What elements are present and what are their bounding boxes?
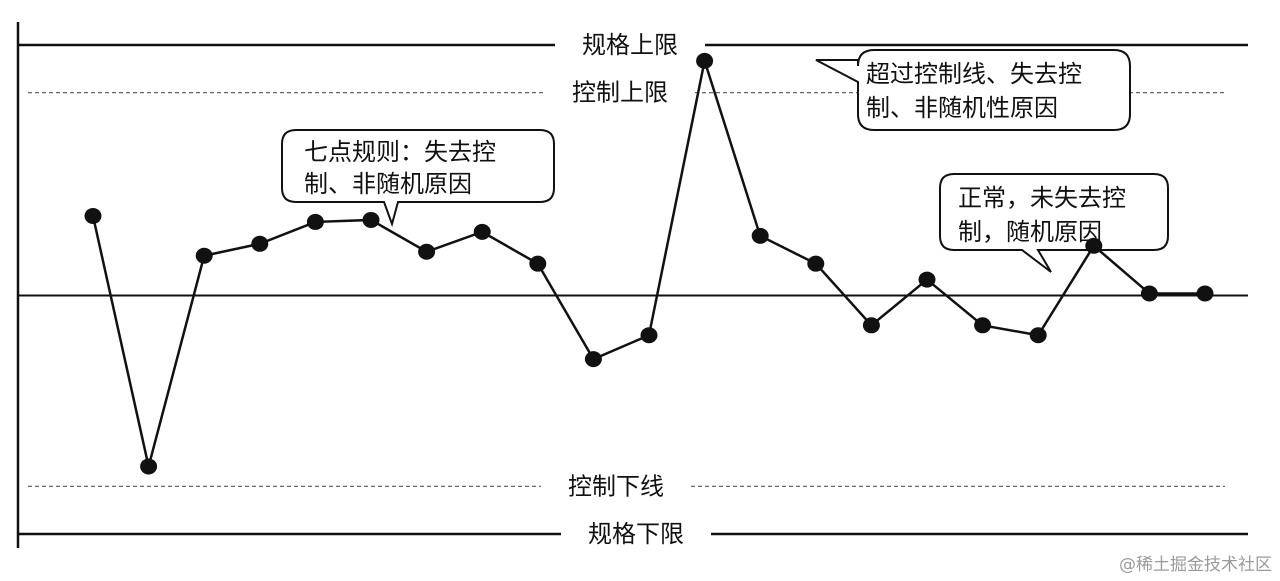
annotations: 七点规则：失去控 制、非随机原因 超过控制线、失去控 制、非随机性原因 正常，未… <box>281 49 1169 273</box>
ucl-label: 控制上限 <box>572 79 668 107</box>
data-point-17 <box>974 317 992 334</box>
callout-normal-line-1: 正常，未失去控 <box>958 184 1126 212</box>
data-point-11 <box>640 327 658 344</box>
data-point-4 <box>251 235 269 252</box>
data-point-19 <box>1085 237 1103 254</box>
callout-seven-line-1: 七点规则：失去控 <box>304 138 496 166</box>
lsl-label: 规格下限 <box>588 520 684 548</box>
reference-lines: 规格上限 控制上限 控制下线 规格下限 <box>18 31 1248 548</box>
callout-out-line-2: 制、非随机性原因 <box>866 94 1058 122</box>
data-point-16 <box>918 271 936 288</box>
data-point-5 <box>306 213 324 230</box>
data-points <box>84 52 1214 475</box>
data-point-14 <box>807 255 825 272</box>
callout-seven-point-rule: 七点规则：失去控 制、非随机原因 <box>281 129 555 228</box>
data-point-20 <box>1140 285 1158 302</box>
callout-normal-bubble <box>939 173 1169 273</box>
data-point-21 <box>1196 285 1214 302</box>
data-point-3 <box>195 247 213 264</box>
lcl-label: 控制下线 <box>568 472 664 500</box>
callout-seven-line-2: 制、非随机原因 <box>304 170 472 198</box>
watermark: @稀土掘金技术社区 <box>1119 555 1272 575</box>
data-point-10 <box>584 351 602 368</box>
data-point-7 <box>418 243 436 260</box>
callout-out-bubble <box>815 49 1131 131</box>
usl-label: 规格上限 <box>582 31 678 59</box>
data-point-13 <box>751 227 769 244</box>
data-point-8 <box>473 223 491 240</box>
callout-out-of-control: 超过控制线、失去控 制、非随机性原因 <box>815 49 1131 131</box>
data-point-2 <box>140 458 158 475</box>
callout-normal-line-2: 制，随机原因 <box>958 218 1102 246</box>
callout-normal: 正常，未失去控 制，随机原因 <box>939 173 1169 273</box>
data-point-9 <box>529 255 547 272</box>
callout-seven-bubble <box>281 129 555 228</box>
data-point-6 <box>362 211 380 228</box>
data-point-15 <box>862 317 880 334</box>
data-point-12 <box>696 52 714 69</box>
callout-out-line-1: 超过控制线、失去控 <box>866 60 1082 88</box>
data-point-1 <box>84 207 102 224</box>
data-point-18 <box>1029 327 1047 344</box>
